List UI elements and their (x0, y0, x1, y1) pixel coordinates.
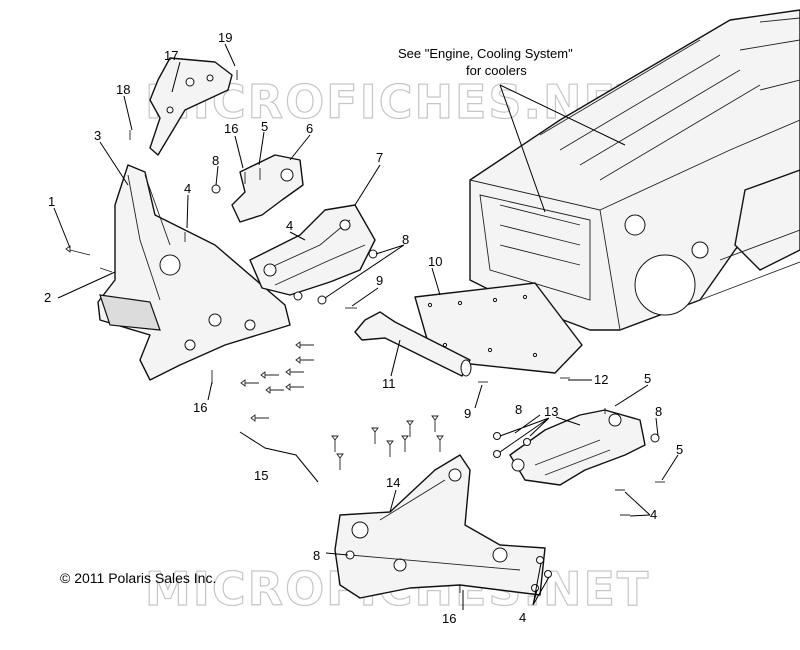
callout-12: 12 (594, 372, 608, 387)
note-line-2: for coolers (466, 63, 527, 78)
callout-4a: 4 (184, 181, 191, 196)
bolts (65, 70, 665, 593)
callout-10: 10 (428, 254, 442, 269)
callout-16a: 16 (224, 121, 238, 136)
callout-5c: 5 (676, 442, 683, 457)
callout-3: 3 (94, 128, 101, 143)
shaft-11 (354, 311, 472, 377)
callout-13: 13 (544, 404, 558, 419)
callout-5a: 5 (261, 119, 268, 134)
callout-16b: 16 (193, 400, 207, 415)
note-line-1: See "Engine, Cooling System" (398, 46, 573, 61)
copyright-text: © 2011 Polaris Sales Inc. (60, 570, 216, 586)
callout-2: 2 (44, 290, 51, 305)
callout-17: 17 (164, 48, 178, 63)
leader-lines (53, 43, 679, 610)
part-14-frame (334, 454, 546, 599)
callout-9b: 9 (464, 406, 471, 421)
callout-4b: 4 (286, 218, 293, 233)
callout-9a: 9 (376, 273, 383, 288)
callout-7: 7 (376, 150, 383, 165)
callout-6: 6 (306, 121, 313, 136)
callout-8c: 8 (515, 402, 522, 417)
callout-16c: 16 (442, 611, 456, 626)
callout-18: 18 (116, 82, 130, 97)
part-7-casting (249, 204, 376, 296)
callout-8d: 8 (655, 404, 662, 419)
callout-5b: 5 (644, 371, 651, 386)
callout-19: 19 (218, 30, 232, 45)
callout-11: 11 (382, 376, 396, 391)
callout-4d: 4 (519, 610, 526, 625)
callout-8e: 8 (313, 548, 320, 563)
callout-14: 14 (386, 475, 400, 490)
part-17-bracket (149, 57, 233, 156)
callouts: 1 2 3 4 4 4 4 5 5 5 6 7 8 8 8 8 8 9 9 10… (44, 30, 683, 626)
tunnel-chassis (469, 9, 800, 331)
callout-4c: 4 (650, 507, 657, 522)
callout-8b: 8 (402, 232, 409, 247)
callout-15: 15 (254, 468, 268, 483)
part-6-bracket (231, 154, 304, 223)
part-13-bracket (509, 409, 646, 486)
part-3-frame (97, 164, 291, 381)
callout-1: 1 (48, 194, 55, 209)
callout-8a: 8 (212, 153, 219, 168)
